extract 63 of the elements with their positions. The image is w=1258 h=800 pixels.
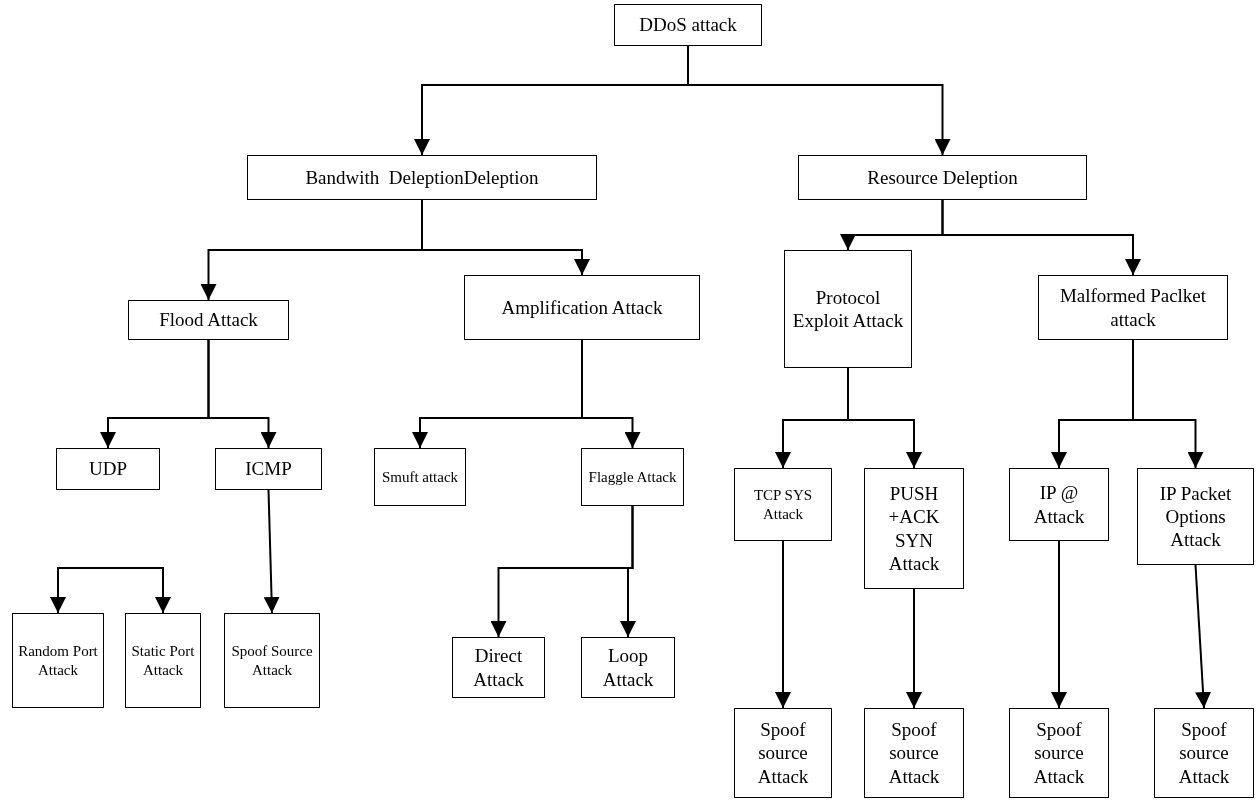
node-label: Spoof source Attack	[887, 718, 941, 788]
node-label: Flaggle Attack	[588, 467, 677, 487]
node-label: Spoof source Attack	[1177, 718, 1231, 788]
arrow	[687, 45, 951, 156]
arrow	[50, 567, 111, 614]
process-box	[1038, 275, 1228, 340]
process-box	[581, 637, 675, 698]
node-label: Resource Deleption	[867, 165, 1018, 190]
arrow	[775, 540, 791, 709]
process-box	[56, 448, 160, 490]
process-box	[1009, 708, 1109, 798]
node-label: Spoof source Attack	[1032, 718, 1086, 788]
arrow	[421, 199, 590, 276]
process-box	[224, 613, 320, 708]
arrow	[941, 199, 1141, 276]
node-label: IP @ Attack	[1032, 481, 1086, 528]
arrow	[1132, 339, 1204, 469]
process-box	[864, 468, 964, 589]
process-box	[1009, 468, 1109, 541]
node-label: Spoof source Attack	[756, 718, 810, 788]
process-box	[374, 448, 466, 506]
process-box	[784, 250, 912, 368]
process-box	[614, 4, 762, 46]
node-label: TCP SYS Attack	[752, 486, 814, 523]
arrow	[1194, 564, 1212, 709]
arrow	[847, 367, 922, 469]
arrow	[207, 339, 277, 449]
arrow	[263, 489, 280, 614]
process-box	[125, 613, 201, 708]
node-label: Amplification Attack	[501, 295, 663, 320]
process-box	[734, 468, 832, 541]
node-label: UDP	[89, 457, 127, 481]
process-box	[1137, 468, 1254, 565]
node-label: Static Port Attack	[130, 642, 196, 679]
node-label: IP Packet Options Attack	[1158, 481, 1233, 552]
node-label: Flood Attack	[159, 308, 258, 332]
process-box	[1154, 708, 1254, 798]
node-label: Spoof Source Attack	[230, 642, 314, 679]
process-box	[215, 448, 322, 490]
arrow	[109, 567, 171, 614]
arrow	[581, 339, 641, 449]
node-label: Protocol Exploit Attack	[791, 285, 905, 333]
arrow	[906, 588, 922, 709]
node-label: PUSH +ACK SYN Attack	[887, 482, 941, 575]
process-box	[12, 613, 104, 708]
node-label: Random Port Attack	[17, 642, 99, 679]
node-label: DDoS attack	[639, 13, 737, 37]
node-label: Malformed Paclket attack	[1058, 284, 1208, 331]
process-box	[464, 275, 700, 340]
process-box	[581, 448, 684, 506]
arrow	[620, 505, 636, 638]
process-box	[798, 155, 1087, 200]
process-box	[452, 637, 545, 698]
process-box	[247, 155, 597, 200]
node-label: Smuft attack	[381, 467, 459, 487]
arrow	[1051, 540, 1067, 709]
node-label: Loop Attack	[601, 644, 655, 691]
process-box	[864, 708, 964, 798]
process-box	[734, 708, 832, 798]
node-label: Bandwith DeleptionDeleption	[305, 165, 539, 190]
process-box	[128, 300, 289, 340]
node-label: ICMP	[245, 457, 292, 481]
node-label: Direct Attack	[472, 644, 525, 691]
